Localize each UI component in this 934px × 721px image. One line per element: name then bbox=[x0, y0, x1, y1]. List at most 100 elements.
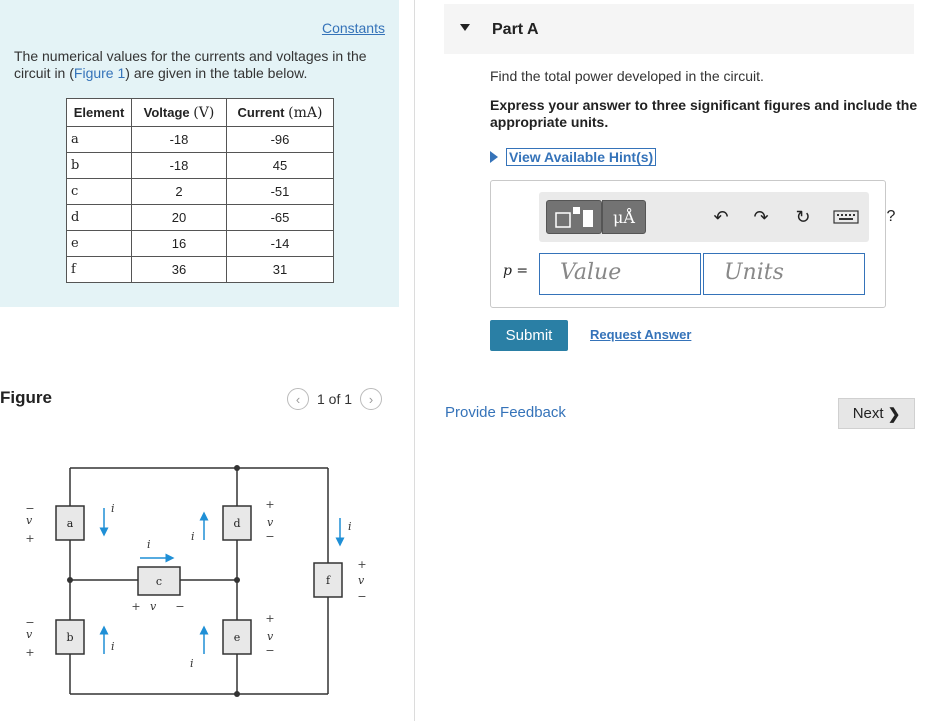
svg-text:+: + bbox=[357, 558, 366, 571]
cell-current: 45 bbox=[226, 152, 334, 179]
answer-box: μÅ ↶ ↷ ↻ ? p = Value Units bbox=[490, 180, 895, 308]
chevron-right-icon: ❯ bbox=[887, 405, 901, 423]
svg-text:i: i bbox=[111, 502, 115, 515]
cell-element: f bbox=[66, 256, 132, 283]
svg-text:i: i bbox=[147, 538, 151, 551]
cell-current: -51 bbox=[226, 178, 334, 205]
header-element: Element bbox=[66, 98, 132, 127]
units-symbol-button[interactable]: μÅ bbox=[602, 200, 646, 234]
svg-text:+: + bbox=[265, 498, 274, 511]
intro-text-after: ) are given in the table below. bbox=[125, 65, 308, 81]
undo-icon[interactable]: ↶ bbox=[713, 206, 729, 227]
svg-text:i: i bbox=[348, 520, 352, 533]
answer-label: p = bbox=[503, 263, 529, 279]
hint-label: View Available Hint(s) bbox=[506, 148, 657, 166]
cell-element: c bbox=[66, 178, 132, 205]
svg-text:−: − bbox=[25, 502, 34, 515]
pager-count: 1 of 1 bbox=[317, 391, 353, 407]
request-answer-link[interactable]: Request Answer bbox=[590, 327, 692, 342]
svg-text:i: i bbox=[111, 640, 115, 653]
svg-text:+: + bbox=[25, 646, 34, 659]
cell-element: a bbox=[66, 126, 132, 153]
figure-pager: ‹ 1 of 1 › bbox=[287, 388, 383, 410]
element-e-box bbox=[222, 619, 252, 655]
next-label: Next bbox=[852, 405, 884, 422]
svg-text:v: v bbox=[267, 630, 274, 643]
element-c-box bbox=[137, 566, 181, 596]
view-hints-link[interactable]: View Available Hint(s) bbox=[490, 148, 657, 166]
problem-panel: Constants The numerical values for the c… bbox=[0, 0, 399, 307]
reset-icon[interactable]: ↻ bbox=[795, 206, 811, 227]
svg-text:−: − bbox=[175, 600, 184, 613]
part-a-header[interactable]: Part A bbox=[444, 4, 914, 54]
problem-intro: The numerical values for the currents an… bbox=[14, 48, 394, 82]
cell-element: e bbox=[66, 230, 132, 257]
element-d-label: d bbox=[233, 517, 240, 530]
next-button[interactable]: Next ❯ bbox=[838, 398, 915, 429]
element-e-label: e bbox=[234, 631, 241, 644]
constants-link[interactable]: Constants bbox=[321, 20, 385, 36]
provide-feedback-link[interactable]: Provide Feedback bbox=[445, 404, 566, 421]
svg-text:−: − bbox=[357, 590, 366, 603]
table-header-row: Element Voltage (V) Current (mA) bbox=[66, 98, 334, 127]
svg-text:v: v bbox=[26, 628, 33, 641]
panel-divider bbox=[414, 0, 415, 721]
cell-voltage: -18 bbox=[131, 152, 227, 179]
template-icon[interactable] bbox=[546, 200, 602, 234]
collapse-triangle-icon[interactable] bbox=[460, 24, 470, 31]
header-voltage: Voltage (V) bbox=[131, 98, 227, 127]
svg-text:+: + bbox=[265, 612, 274, 625]
units-input[interactable]: Units bbox=[703, 253, 865, 295]
element-a-box bbox=[55, 505, 85, 541]
question-text: Find the total power developed in the ci… bbox=[490, 68, 764, 84]
svg-text:−: − bbox=[25, 616, 34, 629]
svg-text:i: i bbox=[190, 657, 194, 670]
chevron-right-icon[interactable]: › bbox=[360, 388, 383, 410]
redo-icon[interactable]: ↷ bbox=[753, 206, 769, 227]
element-c-label: c bbox=[156, 575, 162, 588]
values-table: Element Voltage (V) Current (mA) a-18-96… bbox=[66, 98, 334, 283]
instruction-text: Express your answer to three significant… bbox=[490, 97, 918, 130]
element-f-label: f bbox=[326, 574, 331, 587]
svg-text:−: − bbox=[265, 530, 274, 543]
element-b-box bbox=[55, 619, 85, 655]
play-triangle-icon bbox=[490, 151, 498, 163]
cell-voltage: 36 bbox=[131, 256, 227, 283]
chevron-left-icon[interactable]: ‹ bbox=[287, 388, 309, 410]
help-button[interactable]: ? bbox=[886, 208, 896, 225]
svg-text:v: v bbox=[267, 516, 274, 529]
value-input[interactable]: Value bbox=[539, 253, 701, 295]
circuit-diagram: a b c d e f i i i i i i v v v v v v − + −… bbox=[25, 465, 367, 697]
figure-label: Figure bbox=[0, 388, 52, 407]
svg-text:i: i bbox=[191, 530, 195, 543]
node bbox=[67, 577, 73, 583]
math-toolbar: μÅ ↶ ↷ ↻ ? bbox=[539, 192, 895, 242]
element-a-label: a bbox=[67, 517, 74, 530]
cell-element: d bbox=[66, 204, 132, 231]
svg-text:v: v bbox=[150, 600, 157, 613]
cell-voltage: 20 bbox=[131, 204, 227, 231]
node bbox=[234, 465, 240, 471]
node bbox=[234, 577, 240, 583]
element-b-label: b bbox=[66, 631, 73, 644]
header-current: Current (mA) bbox=[226, 98, 334, 127]
intro-text-before: The numerical values for the currents an… bbox=[14, 48, 367, 81]
cell-voltage: -18 bbox=[131, 126, 227, 153]
node bbox=[234, 691, 240, 697]
svg-text:v: v bbox=[358, 574, 365, 587]
keyboard-icon[interactable] bbox=[831, 205, 861, 229]
svg-text:−: − bbox=[265, 644, 274, 657]
svg-text:+: + bbox=[131, 600, 140, 613]
figure-link[interactable]: Figure 1 bbox=[73, 65, 126, 81]
cell-voltage: 16 bbox=[131, 230, 227, 257]
svg-text:v: v bbox=[26, 514, 33, 527]
submit-button[interactable]: Submit bbox=[490, 320, 568, 351]
cell-current: -96 bbox=[226, 126, 334, 153]
element-d-box bbox=[222, 505, 252, 541]
cell-voltage: 2 bbox=[131, 178, 227, 205]
element-f-box bbox=[313, 562, 343, 598]
